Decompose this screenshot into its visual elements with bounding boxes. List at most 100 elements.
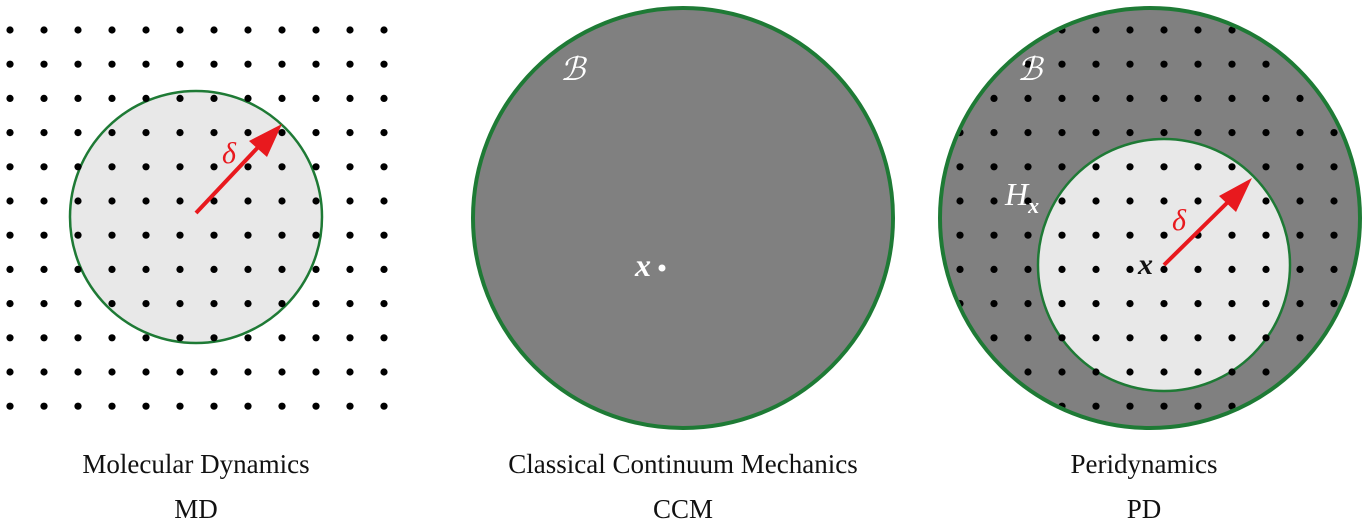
- md-particle: [6, 163, 14, 171]
- md-particle: [346, 402, 354, 410]
- pd-particle: [1126, 26, 1134, 34]
- md-particle: [380, 26, 388, 34]
- md-particle: [346, 163, 354, 171]
- pd-particle: [1330, 129, 1338, 137]
- pd-body-boundary: [938, 6, 1362, 430]
- md-particle: [380, 163, 388, 171]
- pd-particle: [1194, 402, 1202, 410]
- md-particle: [108, 334, 116, 342]
- pd-particle: [1024, 334, 1032, 342]
- diagram-canvas: δ ℬ x ℬ Hx δ x: [6, 6, 1362, 430]
- md-particle: [142, 26, 150, 34]
- pd-particle: [1262, 265, 1270, 273]
- pd-particle: [1228, 402, 1236, 410]
- pd-particle: [1194, 26, 1202, 34]
- pd-particle: [1194, 163, 1202, 171]
- pd-particle: [956, 163, 964, 171]
- md-particle: [380, 368, 388, 376]
- pd-particle: [1296, 300, 1304, 308]
- md-particle: [312, 265, 320, 273]
- md-particle-lattice: [6, 26, 388, 410]
- ccm-panel: ℬ x: [471, 6, 895, 430]
- pd-particle: [1330, 163, 1338, 171]
- md-particle: [244, 334, 252, 342]
- md-particle: [142, 402, 150, 410]
- pd-particle: [1058, 163, 1066, 171]
- pd-particle: [1092, 368, 1100, 376]
- md-particle: [108, 163, 116, 171]
- md-particle: [40, 300, 48, 308]
- pd-particle: [1296, 26, 1304, 34]
- md-particle: [176, 300, 184, 308]
- pd-caption: Peridynamics: [1070, 449, 1218, 479]
- pd-particle: [1330, 334, 1338, 342]
- pd-particle: [1330, 60, 1338, 68]
- pd-neighborhood-letter: H: [1004, 176, 1030, 212]
- md-particle: [108, 26, 116, 34]
- md-particle: [312, 231, 320, 239]
- md-particle: [74, 402, 82, 410]
- md-particle: [278, 26, 286, 34]
- md-particle: [346, 231, 354, 239]
- pd-particle: [1092, 129, 1100, 137]
- md-particle: [108, 300, 116, 308]
- md-particle: [6, 60, 14, 68]
- md-particle: [6, 26, 14, 34]
- md-particle: [6, 334, 14, 342]
- md-particle: [108, 197, 116, 205]
- md-particle: [176, 402, 184, 410]
- pd-horizon-arrow: [1162, 178, 1252, 267]
- md-particle: [278, 368, 286, 376]
- md-particle: [108, 60, 116, 68]
- pd-particle: [1024, 368, 1032, 376]
- md-particle: [74, 129, 82, 137]
- md-particle: [312, 163, 320, 171]
- pd-particle: [1160, 26, 1168, 34]
- pd-particle: [1092, 300, 1100, 308]
- pd-particle: [1262, 94, 1270, 102]
- pd-particle: [1194, 265, 1202, 273]
- pd-particle: [1330, 197, 1338, 205]
- pd-particle: [990, 163, 998, 171]
- pd-particle: [990, 60, 998, 68]
- md-particle: [346, 26, 354, 34]
- pd-particle: [956, 60, 964, 68]
- md-particle: [244, 26, 252, 34]
- md-particle: [142, 300, 150, 308]
- md-particle: [244, 60, 252, 68]
- pd-particle: [1194, 368, 1202, 376]
- md-particle: [40, 26, 48, 34]
- pd-particle: [1058, 197, 1066, 205]
- md-particle: [176, 163, 184, 171]
- md-particle: [244, 163, 252, 171]
- md-particle: [74, 197, 82, 205]
- pd-particle: [1092, 26, 1100, 34]
- pd-particle: [1296, 129, 1304, 137]
- md-particle: [244, 402, 252, 410]
- md-particle: [312, 60, 320, 68]
- pd-particle: [1228, 26, 1236, 34]
- pd-particle: [1126, 265, 1134, 273]
- md-particle: [210, 300, 218, 308]
- md-particle: [380, 334, 388, 342]
- md-particle: [278, 334, 286, 342]
- pd-particle: [1228, 368, 1236, 376]
- md-particle: [244, 197, 252, 205]
- pd-particle: [1194, 334, 1202, 342]
- md-particle: [380, 300, 388, 308]
- pd-particle: [1330, 231, 1338, 239]
- md-particle: [278, 94, 286, 102]
- md-particle: [142, 163, 150, 171]
- md-particle: [74, 26, 82, 34]
- pd-particle: [1058, 231, 1066, 239]
- pd-particle: [1092, 334, 1100, 342]
- md-particle: [40, 129, 48, 137]
- md-particle: [346, 129, 354, 137]
- pd-particle: [990, 231, 998, 239]
- md-particle: [142, 368, 150, 376]
- pd-particle: [1126, 60, 1134, 68]
- pd-particle: [1194, 197, 1202, 205]
- md-particle: [40, 197, 48, 205]
- md-particle: [142, 94, 150, 102]
- pd-particle: [1262, 129, 1270, 137]
